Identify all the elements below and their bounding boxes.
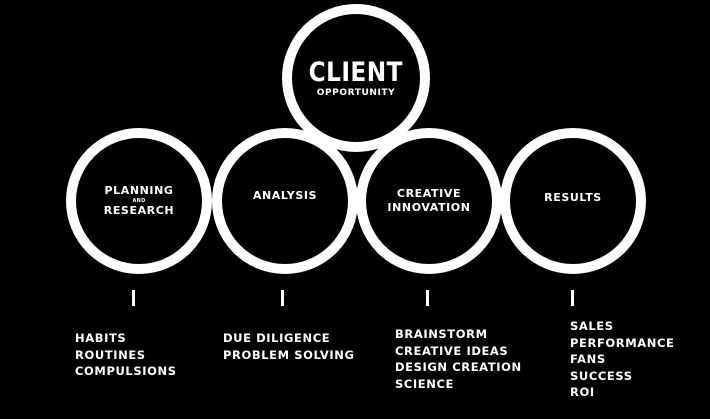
- list-item: PERFORMANCE: [570, 335, 675, 350]
- client-opportunity-circle: CLIENT OPPORTUNITY: [282, 4, 430, 152]
- list-item: PROBLEM SOLVING: [223, 347, 355, 362]
- results-circle: RESULTS: [500, 128, 646, 274]
- planning-research-circle: PLANNING AND RESEARCH: [66, 128, 212, 274]
- stage-label-analysis: ANALYSIS: [252, 189, 318, 202]
- list-item: ROUTINES: [75, 347, 146, 362]
- list-item: BRAINSTORM: [395, 327, 488, 341]
- connector-tick-planning: [132, 290, 135, 306]
- list-item: DESIGN CREATION: [395, 360, 522, 374]
- connector-tick-creative: [426, 290, 429, 306]
- stage-label-research: RESEARCH: [103, 204, 175, 217]
- analysis-items-list: DUE DILIGENCE PROBLEM SOLVING: [223, 330, 355, 363]
- list-item: HABITS: [75, 331, 127, 345]
- results-items-list: SALES PERFORMANCE FANS SUCCESS ROI: [570, 318, 675, 401]
- list-item: SCIENCE: [395, 376, 454, 391]
- list-item: FANS: [570, 352, 606, 366]
- analysis-circle: ANALYSIS: [212, 128, 358, 274]
- list-item: SUCCESS: [570, 368, 633, 383]
- stage-label-results: RESULTS: [544, 191, 602, 204]
- stage-label-planning: PLANNING: [104, 184, 174, 197]
- creative-items-list: BRAINSTORM CREATIVE IDEAS DESIGN CREATIO…: [395, 326, 522, 392]
- list-item: DUE DILIGENCE: [223, 331, 331, 345]
- stage-label-and: AND: [132, 198, 146, 204]
- planning-items-list: HABITS ROUTINES COMPULSIONS: [75, 330, 177, 380]
- list-item: SALES: [570, 319, 614, 333]
- creative-innovation-circle: CREATIVE INNOVATION: [356, 128, 502, 274]
- list-item: COMPULSIONS: [75, 364, 177, 378]
- list-item: ROI: [570, 385, 595, 399]
- client-title: CLIENT: [308, 56, 404, 88]
- connector-tick-results: [571, 290, 574, 306]
- list-item: CREATIVE IDEAS: [395, 343, 509, 358]
- connector-tick-analysis: [281, 290, 284, 306]
- client-subtitle: OPPORTUNITY: [316, 87, 396, 98]
- stage-label-creative: CREATIVE: [396, 187, 462, 200]
- stage-label-innovation: INNOVATION: [387, 201, 471, 214]
